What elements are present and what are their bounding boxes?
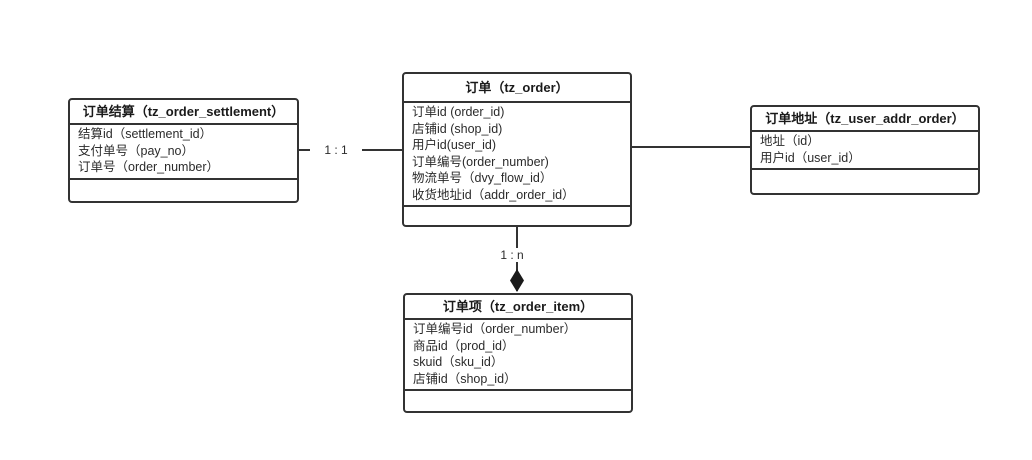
entity-tz-user-addr-order[interactable]: 订单地址（tz_user_addr_order） 地址（id） 用户id（use… bbox=[750, 105, 980, 195]
entity-field: 商品id（prod_id） bbox=[413, 338, 515, 353]
entity-field: 店铺id（shop_id） bbox=[413, 371, 517, 386]
entity-field: 地址（id） bbox=[760, 134, 820, 148]
entity-field: 订单编号(order_number) bbox=[412, 154, 549, 169]
entity-empty-compartment bbox=[405, 391, 631, 411]
entity-field: 订单编号id（order_number） bbox=[413, 322, 577, 336]
entity-field: 订单id (order_id) bbox=[412, 105, 505, 119]
entity-title: 订单地址（tz_user_addr_order） bbox=[752, 107, 978, 132]
entity-field: 用户id（user_id） bbox=[760, 150, 861, 165]
entity-tz-order-settlement[interactable]: 订单结算（tz_order_settlement） 结算id（settlemen… bbox=[68, 98, 299, 203]
entity-empty-compartment bbox=[752, 170, 978, 193]
entity-field: skuid（sku_id） bbox=[413, 355, 504, 369]
entity-field: 支付单号（pay_no） bbox=[78, 143, 195, 158]
entity-field-list: 订单编号id（order_number） 商品id（prod_id） skuid… bbox=[405, 320, 631, 391]
entity-title: 订单（tz_order） bbox=[404, 74, 630, 103]
entity-tz-order-item[interactable]: 订单项（tz_order_item） 订单编号id（order_number） … bbox=[403, 293, 633, 413]
connector-label-1-n: 1 : n bbox=[489, 248, 535, 262]
connector-label-1-1: 1 : 1 bbox=[310, 143, 362, 157]
entity-empty-compartment bbox=[404, 207, 630, 225]
entity-field: 收货地址id（addr_order_id） bbox=[412, 187, 575, 202]
entity-title: 订单项（tz_order_item） bbox=[405, 295, 631, 320]
entity-tz-order[interactable]: 订单（tz_order） 订单id (order_id) 店铺id (shop_… bbox=[402, 72, 632, 227]
entity-field: 物流单号（dvy_flow_id） bbox=[412, 171, 553, 185]
entity-field-list: 地址（id） 用户id（user_id） bbox=[752, 132, 978, 170]
connector-order-addr[interactable] bbox=[632, 146, 750, 148]
entity-empty-compartment bbox=[70, 180, 297, 202]
entity-title: 订单结算（tz_order_settlement） bbox=[70, 100, 297, 125]
entity-field-list: 结算id（settlement_id） 支付单号（pay_no） 订单号（ord… bbox=[70, 125, 297, 180]
entity-field-list: 订单id (order_id) 店铺id (shop_id) 用户id(user… bbox=[404, 103, 630, 207]
filled-diamond-marker bbox=[510, 269, 524, 292]
entity-field: 店铺id (shop_id) bbox=[412, 121, 503, 136]
entity-field: 结算id（settlement_id） bbox=[78, 127, 213, 141]
entity-field: 用户id(user_id) bbox=[412, 138, 497, 152]
entity-field: 订单号（order_number） bbox=[78, 160, 220, 174]
